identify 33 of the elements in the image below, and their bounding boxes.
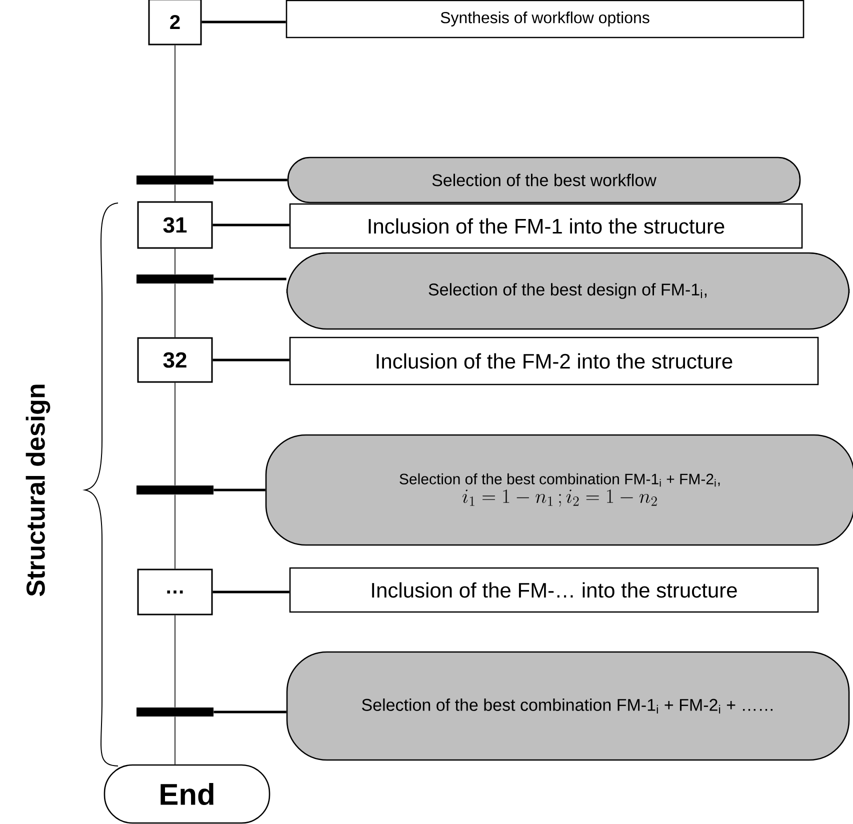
process-box: Synthesis of workflow options (286, 0, 804, 38)
selection-oval: Selection of the best combination FM-1$_{i}$ + FM-2$_{i}$, $i_{1} = 1 - n_{1}\,; i_{2} = 1 - n_{2}$ (265, 434, 853, 546)
connector-line (214, 710, 286, 714)
step-number-box: 31 (137, 201, 213, 249)
bar-symbol (136, 708, 214, 716)
step-number-box: … (137, 568, 213, 616)
connector-line (214, 488, 266, 492)
connector-line (174, 283, 176, 338)
connector-line (212, 224, 290, 226)
connector-line (214, 278, 286, 280)
connector-line (212, 358, 290, 362)
selection-oval: Selection of the best combination FM-1$_{i}$ + FM-2$_{i}$ + …… (286, 651, 850, 761)
bar-symbol (136, 274, 214, 284)
connector-line (174, 494, 176, 570)
connector-line (174, 614, 176, 708)
connector-line (202, 20, 286, 24)
connector-line (212, 590, 290, 594)
step-number-box: 32 (137, 337, 213, 383)
terminal-box: End (104, 764, 270, 824)
connector-line (174, 382, 176, 486)
connector-line (214, 178, 288, 182)
connector-line (174, 44, 176, 176)
bar-symbol (136, 176, 214, 184)
side-label: Structural design (26, 384, 50, 596)
process-box: Inclusion of the FM-2 into the structure (289, 336, 819, 386)
connector-line (174, 248, 176, 275)
step-number-box: 2 (148, 0, 202, 46)
selection-oval: Selection of the best design of FM-1$_{i}$, (286, 252, 850, 330)
process-box: Inclusion of the FM-1 into the structure (289, 203, 803, 249)
connector-line (174, 184, 176, 202)
process-box: Inclusion of the FM-… into the structure (289, 567, 819, 613)
connector-line (174, 716, 176, 765)
bar-symbol (136, 486, 214, 494)
